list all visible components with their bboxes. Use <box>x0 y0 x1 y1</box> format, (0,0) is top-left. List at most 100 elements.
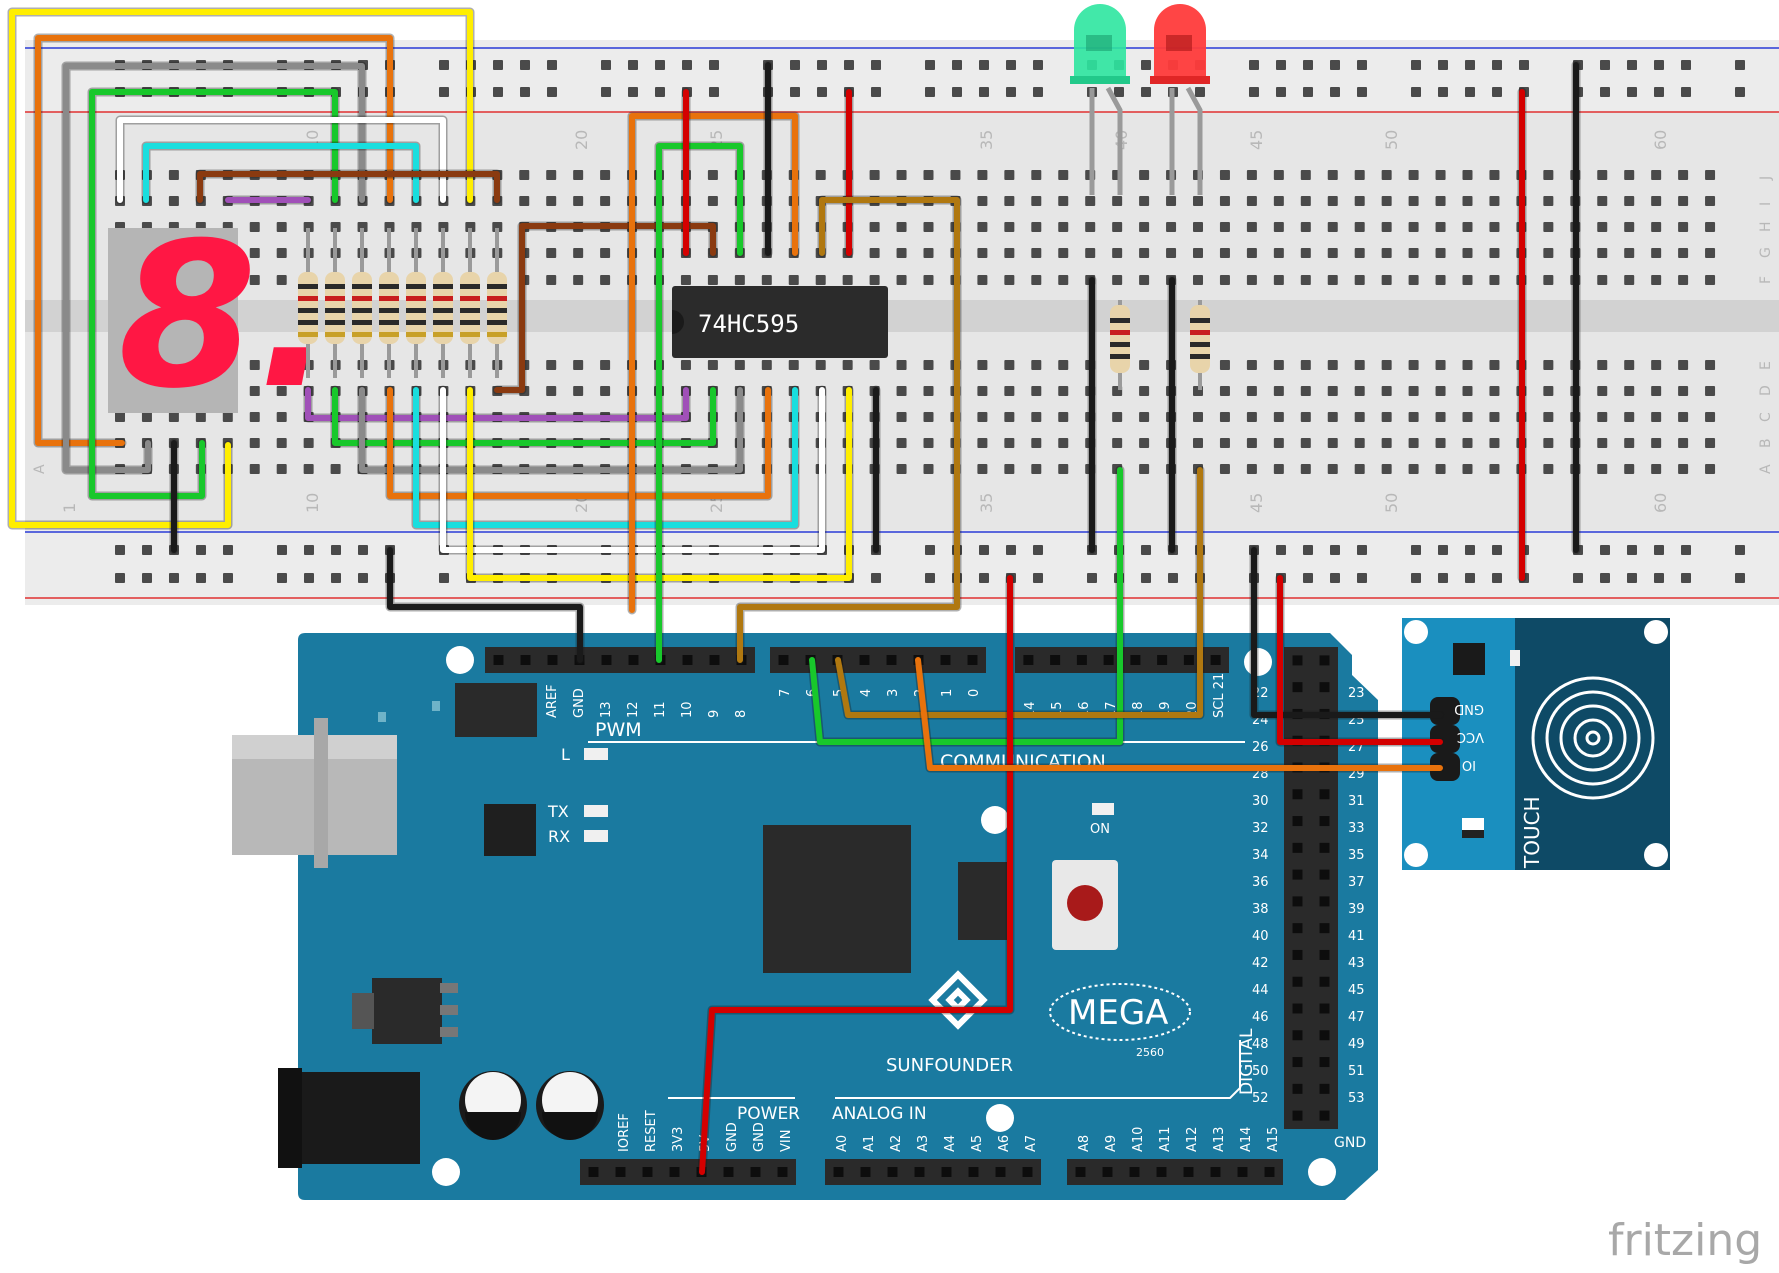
header-digital <box>1284 647 1338 1129</box>
pin-label-digital-left-8: 38 <box>1252 902 1269 917</box>
pin-label-power-6: VIN <box>779 1130 794 1152</box>
resistor-band <box>352 308 372 313</box>
tx-label: TX <box>547 802 569 821</box>
pin-label-top-mid-3: 4 <box>859 689 874 697</box>
wire-orange-bottom <box>387 387 771 499</box>
row-letter-a: A <box>1758 464 1774 474</box>
display-digit: 8. <box>118 200 333 433</box>
arduino-mega-board: PWM COMMUNICATION POWER ANALOG IN DIGITA… <box>232 633 1378 1200</box>
pin-label-analog2-1: A9 <box>1104 1135 1119 1152</box>
pin-label-top-mid-0: 7 <box>778 689 793 697</box>
resistor-band <box>298 296 318 301</box>
pin-label-power-5: GND <box>752 1122 767 1152</box>
resistor-band <box>379 284 399 289</box>
wire-orange-io <box>915 657 1443 771</box>
col-number-10: 10 <box>303 493 322 513</box>
pin-label-digital-right-6: 35 <box>1348 848 1365 863</box>
chip-label: 74HC595 <box>698 310 799 338</box>
header-power <box>580 1159 796 1185</box>
resistor-band <box>460 308 480 313</box>
resistor-band <box>433 296 453 301</box>
resistor-band <box>298 308 318 313</box>
touch-pin-io: IO <box>1462 757 1476 772</box>
pin-label-analog-5: A5 <box>970 1135 985 1152</box>
wire-yellow-outer <box>9 9 473 528</box>
shift-register-chip: 74HC595 <box>672 286 888 358</box>
brand-label: SUNFOUNDER <box>886 1055 1013 1076</box>
pin-label-digital-left-9: 40 <box>1252 929 1269 944</box>
pin-label-digital-right-15: 53 <box>1348 1091 1365 1106</box>
resistor-band <box>325 308 345 313</box>
pin-label-digital-left-11: 44 <box>1252 983 1269 998</box>
col-number-50: 50 <box>1382 130 1401 150</box>
touch-label: TOUCH <box>1520 796 1544 869</box>
pin-label-top-left-4: 11 <box>653 701 668 718</box>
model-label: MEGA <box>1068 993 1168 1033</box>
col-number-60-bottom: 60 <box>1651 493 1670 513</box>
resistor-band <box>325 320 345 325</box>
wire-green-pin11 <box>656 143 743 663</box>
chip-body <box>672 286 888 358</box>
wire-gold-led <box>835 467 1203 718</box>
pin-label-digital-right-8: 39 <box>1348 902 1365 917</box>
pin-label-digital-right-10: 43 <box>1348 956 1365 971</box>
main-mcu-chip <box>763 825 911 973</box>
display-body <box>108 228 238 413</box>
pin-label-top-left-2: 13 <box>599 701 614 718</box>
pin-label-digital-left-7: 36 <box>1252 875 1269 890</box>
wire-green-outer <box>89 89 338 499</box>
gnd-label: GND <box>1334 1135 1366 1151</box>
wire-red-vcc-touch <box>1277 575 1443 745</box>
pin-label-digital-left-14: 50 <box>1252 1064 1269 1079</box>
resistor-band <box>487 308 507 313</box>
on-label: ON <box>1090 822 1110 837</box>
row-letter-e: E <box>1758 361 1774 370</box>
resistor-band <box>298 332 318 337</box>
led-resistor-red <box>1190 300 1210 390</box>
rx-label: RX <box>548 827 570 846</box>
led-red <box>1150 4 1210 195</box>
wire-black-gnd-touch <box>1251 547 1443 718</box>
resistor-band <box>379 320 399 325</box>
pin-label-digital-left-10: 42 <box>1252 956 1269 971</box>
pin-label-analog2-3: A11 <box>1158 1127 1173 1152</box>
pin-label-top-right-7: SCL 21 <box>1212 673 1227 718</box>
header-analog-2 <box>1067 1159 1283 1185</box>
col-number-20: 20 <box>572 130 591 150</box>
power-label: POWER <box>737 1104 800 1124</box>
resistor-band <box>433 332 453 337</box>
row-letter-g: G <box>1758 247 1774 258</box>
resistor-band <box>325 284 345 289</box>
jumper-wires <box>7 7 1581 1177</box>
col-number-35: 35 <box>977 130 996 150</box>
col-number-35-bottom: 35 <box>977 493 996 513</box>
wire-green-led <box>809 467 1123 745</box>
pin-label-top-left-1: GND <box>572 688 587 718</box>
led-green <box>1070 4 1130 195</box>
resistor-band <box>406 308 426 313</box>
pin-label-digital-left-13: 48 <box>1252 1037 1269 1052</box>
wire-gray-bottom <box>359 387 743 473</box>
pin-label-analog-3: A3 <box>916 1135 931 1152</box>
fritzing-watermark: fritzing <box>1608 1215 1762 1266</box>
touch-pin-gnd: GND <box>1454 701 1484 716</box>
resistor-band <box>325 332 345 337</box>
pin-label-digital-right-0: 23 <box>1348 686 1365 701</box>
col-number-45-bottom: 45 <box>1247 493 1266 513</box>
digital-label: DIGITAL <box>1237 1028 1257 1095</box>
resistor-band <box>406 284 426 289</box>
resistor-band <box>406 320 426 325</box>
resistor-band <box>433 284 453 289</box>
pwm-label: PWM <box>595 719 642 741</box>
resistor-band <box>433 320 453 325</box>
touch-pad-icon <box>1531 676 1655 800</box>
pin-label-analog2-4: A12 <box>1185 1127 1200 1152</box>
resistor-band <box>298 284 318 289</box>
wire-red-5v <box>699 575 1013 1175</box>
resistor-band <box>487 320 507 325</box>
resistor-array <box>298 228 507 378</box>
pin-label-top-left-7: 8 <box>734 710 749 718</box>
wire-brown-chip <box>494 223 716 393</box>
pin-label-analog-2: A2 <box>889 1135 904 1152</box>
